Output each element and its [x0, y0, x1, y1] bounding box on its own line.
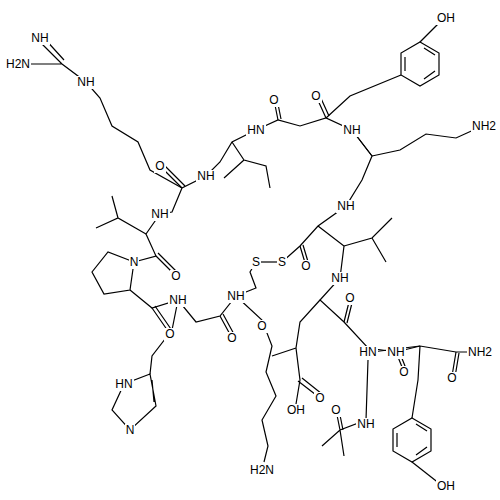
aromatic-ring: [401, 42, 439, 86]
atom-label: HN: [246, 124, 265, 137]
side-chain-bond: [150, 300, 178, 374]
atom-label: O: [268, 94, 279, 107]
backbone-bond: [318, 226, 480, 352]
atom-label: O: [314, 392, 325, 405]
side-chain-bond: [372, 128, 478, 156]
carbonyl-bond: [152, 94, 329, 338]
atom-label: NH: [168, 294, 187, 307]
atom-label: H2N: [249, 464, 275, 477]
atom-label: OH: [436, 12, 456, 25]
atom-label: O: [256, 320, 267, 333]
atom-label: S: [251, 256, 261, 269]
side-chain-bond: [224, 142, 270, 188]
side-chain-bond: [96, 196, 146, 234]
atom-label: O: [310, 90, 321, 103]
hydroxyl-bond: [420, 22, 440, 42]
atom-label: O: [226, 332, 237, 345]
side-chain-bond: [344, 218, 392, 262]
imidazole-ring: [112, 374, 156, 430]
atom-label: O: [344, 292, 355, 305]
acetyl-bond: [322, 346, 420, 456]
atom-label: NH2: [467, 346, 493, 359]
atom-label: OH: [436, 480, 456, 493]
atom-label: NH: [356, 418, 375, 431]
atom-label: NH: [150, 208, 169, 221]
atom-label: OH: [286, 404, 306, 417]
backbone-bond: [130, 262, 256, 322]
atom-label: O: [330, 404, 341, 417]
atom-label: O: [170, 270, 181, 283]
atom-label: NH: [336, 200, 355, 213]
atom-label: N: [125, 424, 136, 437]
atom-label: O: [154, 160, 165, 173]
atom-label: NH: [76, 76, 95, 89]
aromatic-ring: [393, 418, 431, 462]
atom-label: HN: [114, 378, 133, 391]
atom-label: NH: [196, 170, 215, 183]
atom-label: NH: [330, 272, 349, 285]
side-chain-bond: [412, 346, 420, 418]
atom-label: NH2: [471, 120, 497, 133]
side-chain-bond: [272, 300, 322, 404]
atom-label: O: [164, 328, 175, 341]
side-chain-bond: [236, 296, 276, 462]
side-chain-bond: [326, 75, 401, 156]
atom-label: HN: [358, 346, 377, 359]
atom-label: S: [277, 256, 287, 269]
atom-label: NH: [30, 32, 49, 45]
atom-label: H2N: [5, 58, 31, 71]
side-chain-bond: [24, 38, 182, 188]
atom-label: NH: [342, 124, 361, 137]
atom-label: N: [129, 256, 140, 269]
atom-label: O: [398, 366, 409, 379]
atom-label: NH: [226, 290, 245, 303]
atom-label: O: [300, 260, 311, 273]
atom-label: O: [446, 372, 457, 385]
atom-label: NH: [386, 346, 405, 359]
